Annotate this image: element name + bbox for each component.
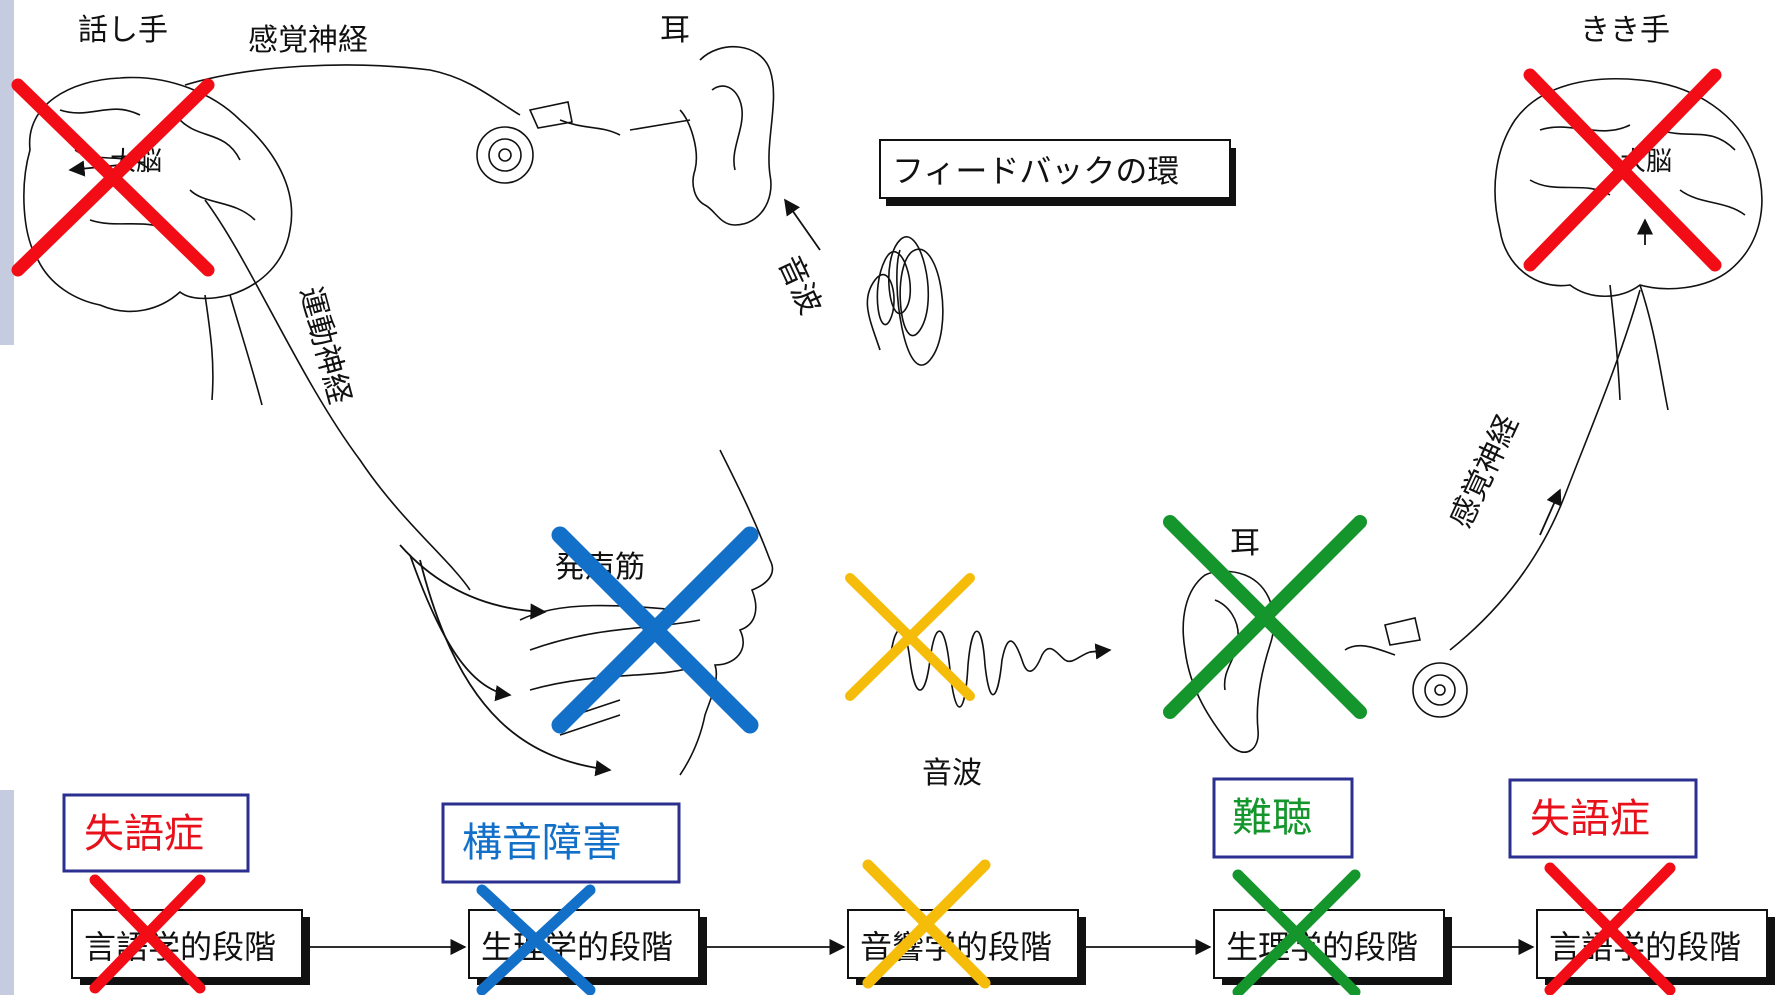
sensory-nerve-right-label: 感覚神経: [1444, 410, 1526, 534]
blue-cross-vocal-muscles: [551, 526, 759, 734]
disorder-box-dysarthria: 構音障害: [441, 802, 681, 884]
green-cross-listener-ear: [1163, 515, 1367, 719]
slide-edge-top: [0, 0, 14, 345]
feedback-loop-box: フィードバックの環: [879, 139, 1236, 206]
listener-brain: [1494, 77, 1763, 411]
listener-label: きき手: [1580, 13, 1670, 48]
yellow-cross-sound-wave: [845, 573, 975, 701]
sensory-nerve-top-path: [184, 64, 521, 116]
feedback-loop-label: フィードバックの環: [892, 152, 1179, 190]
sound-wave-vertical-label: 音波: [771, 251, 828, 320]
red-cross-stage-5: [1544, 862, 1676, 995]
speaker-inner-ear: [476, 101, 621, 184]
slide-edge-bottom: [0, 790, 14, 995]
speaker-label: 話し手: [78, 13, 168, 48]
sensory-nerve-right-path: [1449, 289, 1641, 651]
disorder-label: 構音障害: [462, 820, 622, 866]
stage-box-3: 音響学的段階: [847, 909, 1086, 985]
red-cross-listener-brain: [1523, 68, 1722, 272]
sensory-nerve-top-label: 感覚神経: [248, 23, 368, 58]
ear-right-label: 耳: [1230, 526, 1260, 561]
ear-top-label: 耳: [660, 13, 690, 48]
yellow-cross-stage-3: [862, 859, 991, 989]
disorder-label: 失語症: [1530, 796, 1650, 842]
acoustic-sound-wave: [889, 629, 1112, 708]
red-cross-speaker-brain: [11, 78, 215, 277]
disorder-box-aphasia-right: 失語症: [1508, 778, 1698, 859]
disorder-label: 難聴: [1232, 795, 1312, 841]
motor-nerve-path: [204, 199, 471, 591]
motor-nerve-label: 運動神経: [292, 283, 357, 408]
speaker-ear-top: [629, 46, 775, 226]
sound-wave-bottom-label: 音波: [922, 756, 982, 791]
disorder-box-aphasia-left: 失語症: [62, 793, 250, 873]
blue-cross-stage-2: [476, 884, 596, 995]
feedback-sound-wave: [784, 198, 944, 366]
red-cross-stage-1: [89, 874, 206, 994]
green-cross-stage-4: [1232, 869, 1361, 995]
disorder-label: 失語症: [84, 811, 204, 857]
disorder-box-hearing-loss: 難聴: [1212, 777, 1354, 859]
listener-inner-ear: [1344, 617, 1468, 718]
